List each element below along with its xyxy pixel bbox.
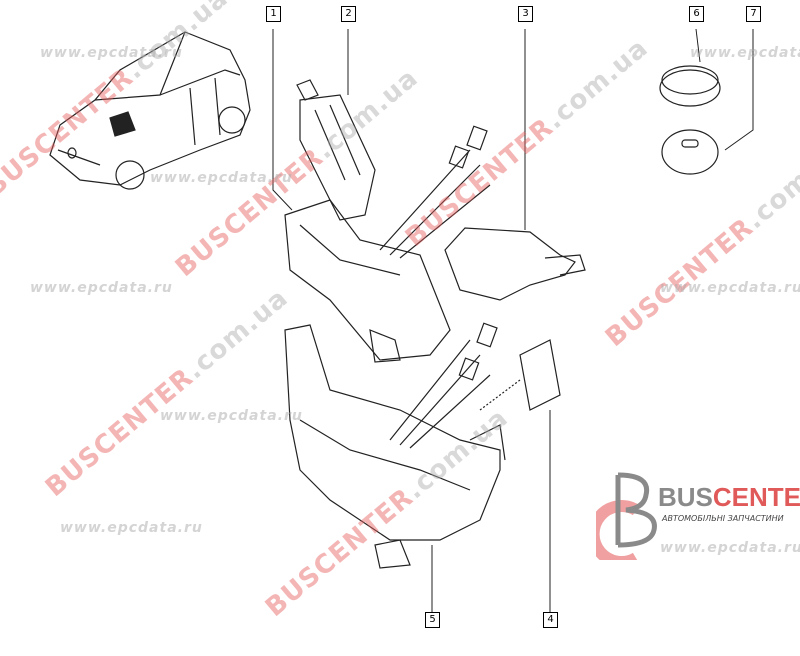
callout-2[interactable]: 2 (341, 6, 356, 22)
site-watermark: www.epcdata.ru (60, 520, 203, 536)
leader-lines (272, 28, 754, 612)
callout-5[interactable]: 5 (425, 612, 440, 628)
callout-6[interactable]: 6 (689, 6, 704, 22)
part-5-column-switch-assembly (284, 322, 506, 569)
site-watermark: www.epcdata.ru (40, 45, 183, 61)
site-watermark: www.epcdata.ru (660, 540, 800, 556)
logo-name: BUSCENTER (658, 482, 800, 512)
part-7-cap (661, 129, 719, 175)
callout-1[interactable]: 1 (266, 6, 281, 22)
part-4-sensor (479, 339, 561, 411)
site-watermark: www.epcdata.ru (30, 280, 173, 296)
callout-7[interactable]: 7 (746, 6, 761, 22)
callout-3[interactable]: 3 (518, 6, 533, 22)
site-watermark: www.epcdata.ru (660, 280, 800, 296)
callout-4[interactable]: 4 (543, 612, 558, 628)
part-2-switch (296, 79, 376, 221)
car-illustration (49, 31, 251, 190)
logo-tagline: АВТОМОБІЛЬНІ ЗАПЧАСТИНИ (662, 514, 784, 523)
part-3-stalk (444, 227, 586, 301)
site-watermark: www.epcdata.ru (160, 408, 303, 424)
part-1-column-switch (284, 125, 491, 363)
buscenter-logo: BUSCENTER АВТОМОБІЛЬНІ ЗАПЧАСТИНИ (596, 470, 800, 560)
site-watermark: www.epcdata.ru (690, 45, 800, 61)
logo-mark-icon (596, 472, 657, 560)
part-6-ring (659, 65, 721, 107)
site-watermark: www.epcdata.ru (150, 170, 293, 186)
